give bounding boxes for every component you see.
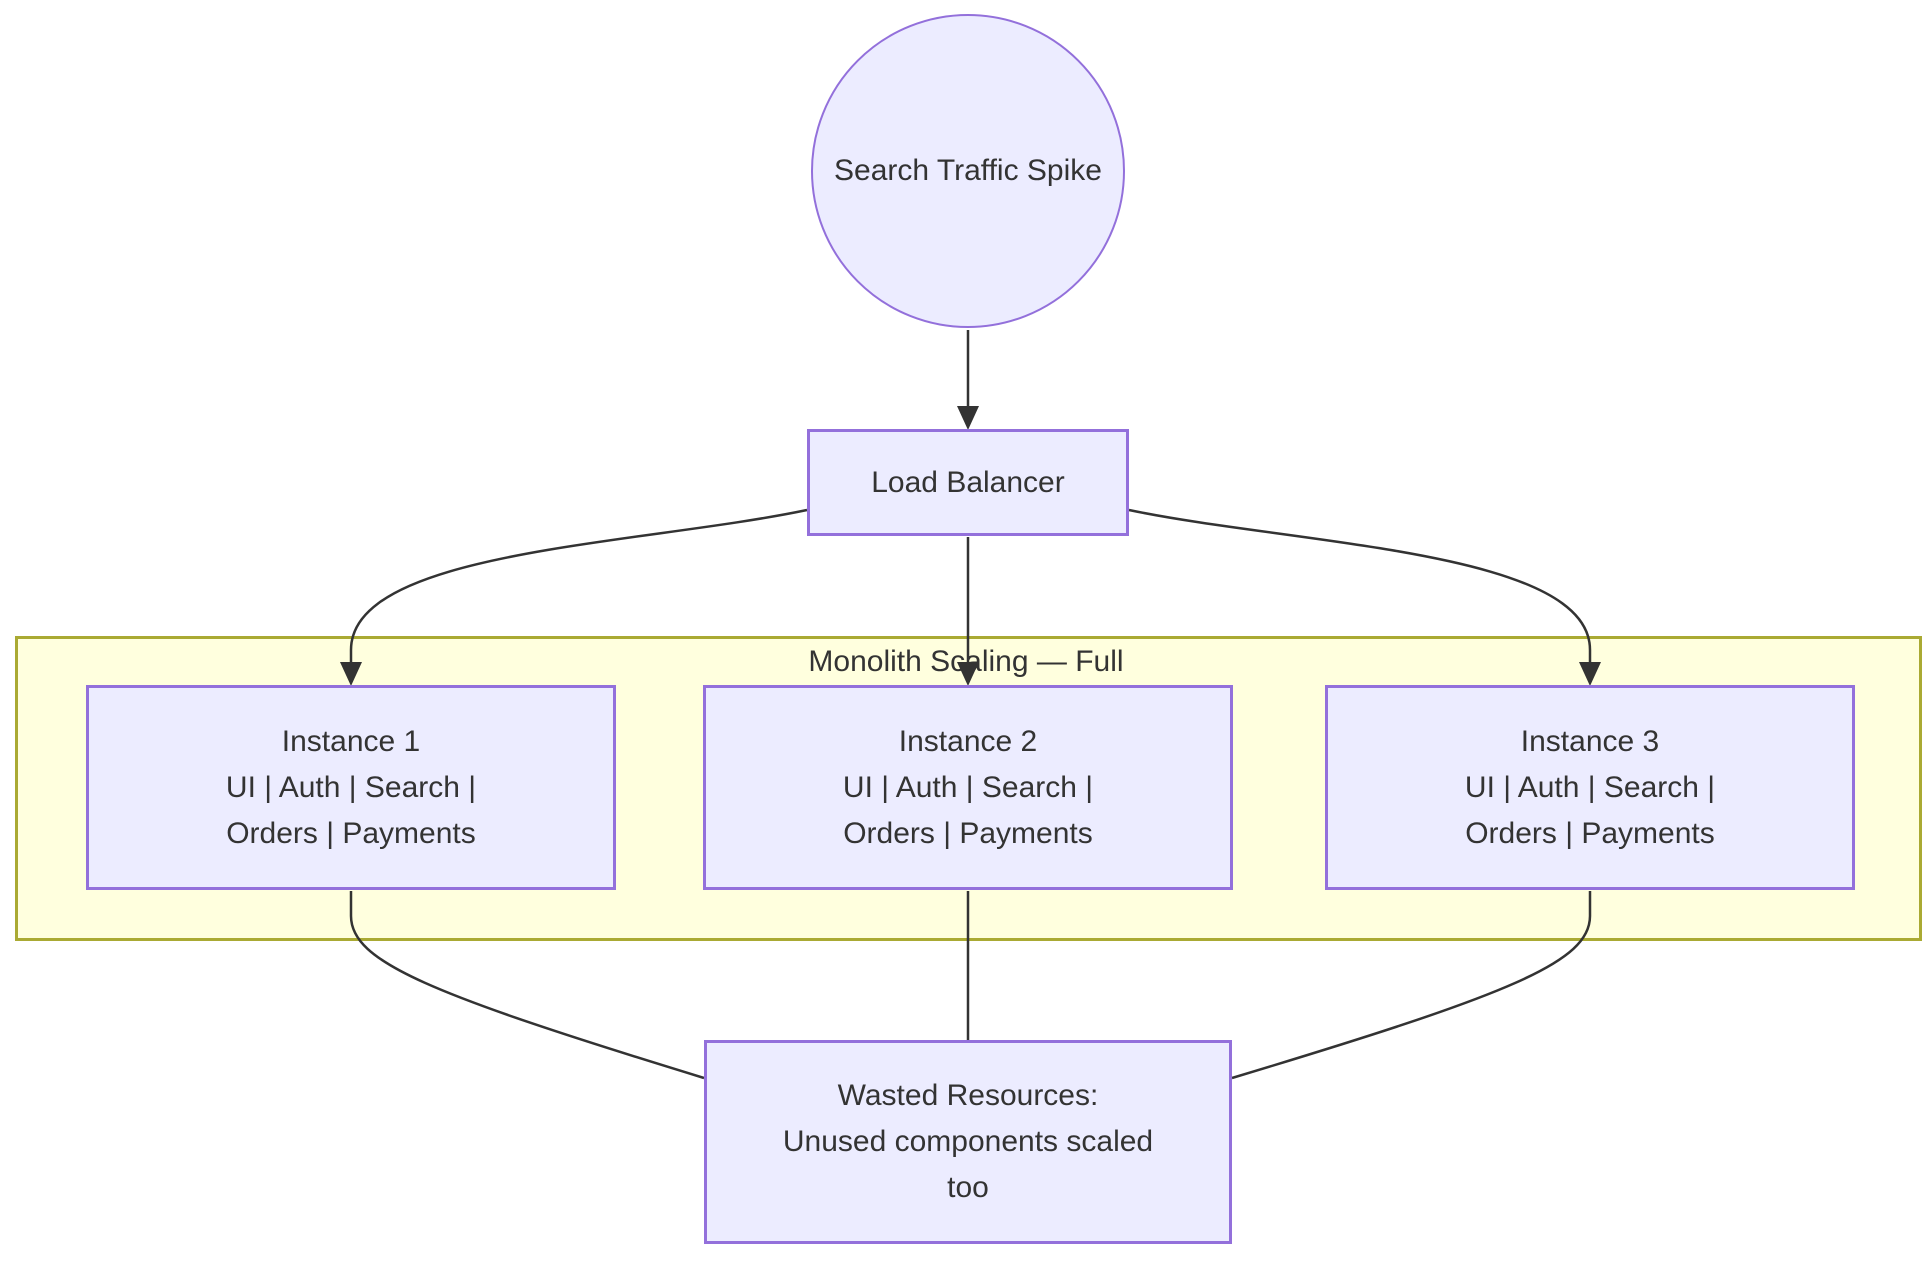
node-instance-2: Instance 2 UI | Auth | Search | Orders |… xyxy=(703,685,1233,890)
node-components-line-1: UI | Auth | Search | xyxy=(225,770,477,804)
arrowhead-instance-1 xyxy=(340,662,362,686)
node-instance-1: Instance 1 UI | Auth | Search | Orders |… xyxy=(86,685,616,890)
node-title: Instance 1 xyxy=(281,724,421,758)
node-wasted-resources: Wasted Resources: Unused components scal… xyxy=(704,1040,1232,1244)
node-label: Search Traffic Spike xyxy=(834,154,1102,187)
edge-load-balancer-to-instance-1 xyxy=(349,508,808,663)
arrowhead-instance-3 xyxy=(1579,662,1601,686)
node-title: Wasted Resources: xyxy=(837,1079,1099,1112)
node-title: Instance 3 xyxy=(1520,724,1660,758)
arrowhead-load-balancer xyxy=(957,406,979,430)
node-label: Load Balancer xyxy=(871,465,1065,499)
arrowhead-instance-2 xyxy=(957,662,979,686)
edge-load-balancer-to-instance-3 xyxy=(1128,508,1592,663)
node-components-line-2: Orders | Payments xyxy=(843,816,1093,850)
node-components-line-1: UI | Auth | Search | xyxy=(1464,770,1716,804)
node-text-line-2: too xyxy=(947,1171,989,1204)
node-title: Instance 2 xyxy=(898,724,1038,758)
edge-instance-1-to-wasted xyxy=(349,891,705,1080)
node-instance-3: Instance 3 UI | Auth | Search | Orders |… xyxy=(1325,685,1855,890)
edge-instance-3-to-wasted xyxy=(1231,891,1592,1080)
node-load-balancer: Load Balancer xyxy=(807,429,1129,536)
node-components-line-1: UI | Auth | Search | xyxy=(842,770,1094,804)
node-components-line-2: Orders | Payments xyxy=(226,816,476,850)
node-search-traffic-spike: Search Traffic Spike xyxy=(811,14,1125,328)
node-components-line-2: Orders | Payments xyxy=(1465,816,1715,850)
node-text-line-1: Unused components scaled xyxy=(782,1125,1154,1158)
